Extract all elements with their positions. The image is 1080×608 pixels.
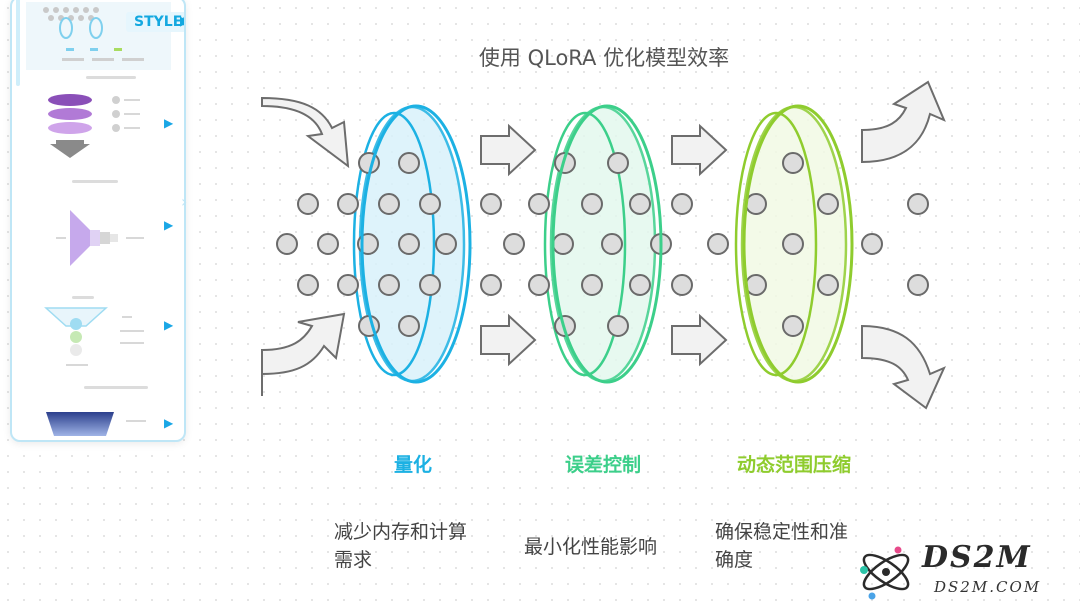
stage-ring-inner — [352, 111, 436, 377]
stage-ring-rim — [551, 104, 663, 384]
node-circle — [419, 193, 441, 215]
atom-logo-icon — [860, 546, 910, 600]
thumbnail-caption-line — [72, 180, 118, 183]
stage-ring-rim — [360, 104, 472, 384]
style-thumbnail-2[interactable] — [26, 92, 171, 172]
node-circle — [398, 315, 420, 337]
node-circle — [907, 193, 929, 215]
node-circle — [671, 193, 693, 215]
node-circle — [671, 274, 693, 296]
node-circle — [398, 233, 420, 255]
node-circle — [317, 233, 339, 255]
node-circle — [552, 233, 574, 255]
diagram-title: 使用 QLoRA 优化模型效率 — [478, 46, 730, 70]
node-circle — [297, 193, 319, 215]
style-thumbnail-4[interactable] — [26, 306, 171, 370]
node-circle — [419, 274, 441, 296]
thumbnail-cone-diagram — [56, 210, 144, 266]
node-circle — [817, 193, 839, 215]
node-circle — [745, 193, 767, 215]
style-thumbnail-1[interactable]: STYLES ▶ — [26, 2, 184, 70]
brand-url: DS2M.COM — [934, 578, 1042, 596]
curved-arrow-out-top — [861, 80, 946, 164]
node-circle — [861, 233, 883, 255]
play-arrow-icon[interactable]: ▶ — [180, 14, 184, 29]
play-arrow-icon[interactable]: ▶ — [164, 318, 174, 332]
play-arrow-icon[interactable]: ▶ — [164, 116, 174, 130]
node-circle — [782, 152, 804, 174]
node-circle — [707, 233, 729, 255]
stage-ring-rim — [742, 104, 854, 384]
stage-desc-quantization: 减少内存和计算 需求 — [334, 518, 504, 574]
node-circle — [337, 193, 359, 215]
arrow-right-icon — [671, 313, 728, 367]
thumbnail-stack-diagram — [48, 94, 140, 158]
thumbnail-dots-diagram — [43, 7, 144, 61]
thumbnail-trapezoid-diagram — [46, 412, 146, 436]
node-circle — [601, 233, 623, 255]
node-circle — [782, 315, 804, 337]
node-circle — [629, 193, 651, 215]
stage-desc-dynamic-range: 确保稳定性和准 确度 — [715, 518, 885, 574]
node-circle — [378, 274, 400, 296]
node-circle — [817, 274, 839, 296]
node-circle — [378, 193, 400, 215]
node-circle — [782, 233, 804, 255]
node-circle — [581, 193, 603, 215]
arrow-right-icon — [480, 123, 537, 177]
node-circle — [745, 274, 767, 296]
styles-panel[interactable]: STYLES ▶ ▶ ▶ — [10, 0, 186, 442]
stage-title-dynamic-range: 动态范围压缩 — [736, 454, 851, 476]
style-thumbnail-5[interactable] — [26, 410, 171, 440]
node-circle — [607, 315, 629, 337]
node-circle — [297, 274, 319, 296]
play-arrow-icon[interactable]: ▶ — [164, 218, 174, 232]
stage-ring-inner — [734, 111, 818, 377]
brand-name: DS2M — [922, 540, 1032, 575]
node-circle — [907, 274, 929, 296]
thumbnail-caption-line — [84, 386, 148, 389]
arrow-right-icon — [480, 313, 537, 367]
node-circle — [480, 274, 502, 296]
node-circle — [503, 233, 525, 255]
arrow-right-icon — [671, 123, 728, 177]
curved-arrow-out-bottom — [861, 324, 946, 410]
desc-line: 确保稳定性和准 — [715, 521, 849, 543]
style-thumbnail-3[interactable] — [26, 204, 171, 276]
desc-line: 最小化性能影响 — [524, 536, 658, 558]
node-circle — [607, 152, 629, 174]
desc-line: 需求 — [334, 549, 373, 571]
stage-ring-inner — [543, 111, 627, 377]
node-circle — [528, 193, 550, 215]
stage-title-error-control: 误差控制 — [564, 454, 641, 476]
panel-scrollbar[interactable] — [16, 0, 20, 86]
node-circle — [629, 274, 651, 296]
thumbnail-caption-line — [86, 76, 136, 79]
play-arrow-icon[interactable]: ▶ — [164, 416, 174, 430]
node-circle — [337, 274, 359, 296]
brand-logo: DS2M DS2M.COM — [852, 540, 1072, 604]
chevron-right-icon: › — [181, 192, 188, 211]
node-circle — [398, 152, 420, 174]
desc-line: 确度 — [715, 549, 754, 571]
node-circle — [528, 274, 550, 296]
node-circle — [581, 274, 603, 296]
styles-tab-label[interactable]: STYLES — [126, 12, 184, 32]
thumbnail-funnel-diagram — [44, 307, 144, 366]
thumbnail-caption-line — [72, 296, 94, 299]
node-circle — [276, 233, 298, 255]
stage-title-quantization: 量化 — [393, 454, 432, 476]
node-circle — [480, 193, 502, 215]
stage-desc-error-control: 最小化性能影响 — [524, 533, 704, 561]
curved-arrow-in-top — [261, 96, 350, 169]
node-circle — [435, 233, 457, 255]
desc-line: 减少内存和计算 — [334, 521, 468, 543]
curved-arrow-in-bottom — [261, 312, 346, 396]
